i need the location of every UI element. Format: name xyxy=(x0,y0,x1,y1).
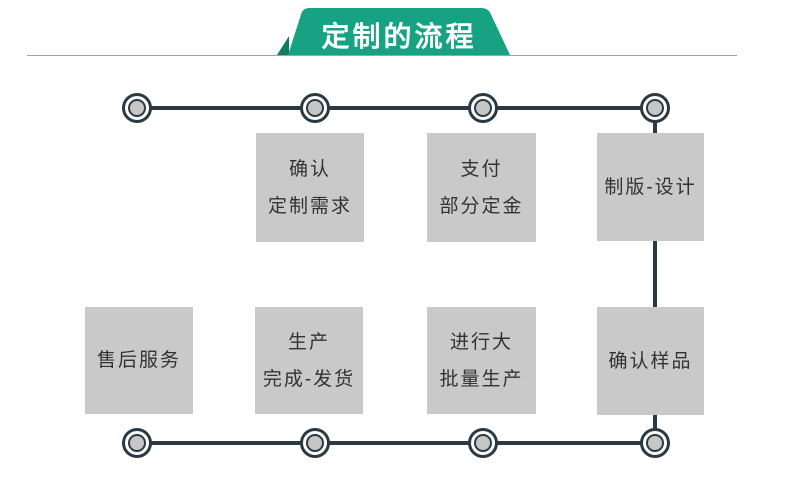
top-connector-line xyxy=(137,106,655,110)
step-label-line: 支付 xyxy=(460,158,503,180)
step-label-line: 部分定金 xyxy=(439,195,524,217)
node-core xyxy=(474,434,492,452)
node-core xyxy=(646,99,664,117)
step-box-pay-deposit: 支付 部分定金 xyxy=(427,133,536,242)
ribbon-shape xyxy=(288,8,510,55)
node-core xyxy=(128,99,146,117)
step-label-line: 制版-设计 xyxy=(604,176,697,198)
step-label-line: 确认 xyxy=(288,158,331,180)
bottom-connector-line xyxy=(137,441,655,445)
node-core xyxy=(646,434,664,452)
step-label-line: 批量生产 xyxy=(439,368,524,390)
ribbon-banner xyxy=(277,8,510,55)
timeline-node-icon xyxy=(300,428,330,458)
header-divider xyxy=(27,55,737,56)
timeline-node-icon xyxy=(468,93,498,123)
timeline-node-icon xyxy=(300,93,330,123)
step-box-mass-production: 进行大 批量生产 xyxy=(427,307,536,414)
step-label-line: 完成-发货 xyxy=(262,368,356,390)
node-core xyxy=(306,434,324,452)
timeline-node-icon xyxy=(122,93,152,123)
ribbon-fold-shape xyxy=(277,36,289,55)
step-label-line: 生产 xyxy=(287,331,330,353)
step-box-plate-design: 制版-设计 xyxy=(597,133,704,241)
node-core xyxy=(474,99,492,117)
step-label-line: 确认样品 xyxy=(608,350,693,372)
timeline-node-icon xyxy=(640,93,670,123)
step-label-line: 售后服务 xyxy=(96,350,181,371)
right-connector-line xyxy=(653,108,657,443)
step-box-after-sales: 售后服务 xyxy=(85,307,193,414)
node-core xyxy=(306,99,324,117)
step-label-line: 定制需求 xyxy=(267,195,352,217)
step-label-line: 进行大 xyxy=(449,331,513,353)
page-title: 定制的流程 xyxy=(321,21,477,52)
timeline-node-icon xyxy=(122,428,152,458)
timeline-node-icon xyxy=(468,428,498,458)
step-box-production-ship: 生产 完成-发货 xyxy=(255,307,363,414)
step-box-confirm-sample: 确认样品 xyxy=(597,307,704,415)
node-core xyxy=(128,434,146,452)
step-box-confirm-requirements: 确认 定制需求 xyxy=(256,133,364,242)
timeline-node-icon xyxy=(640,428,670,458)
